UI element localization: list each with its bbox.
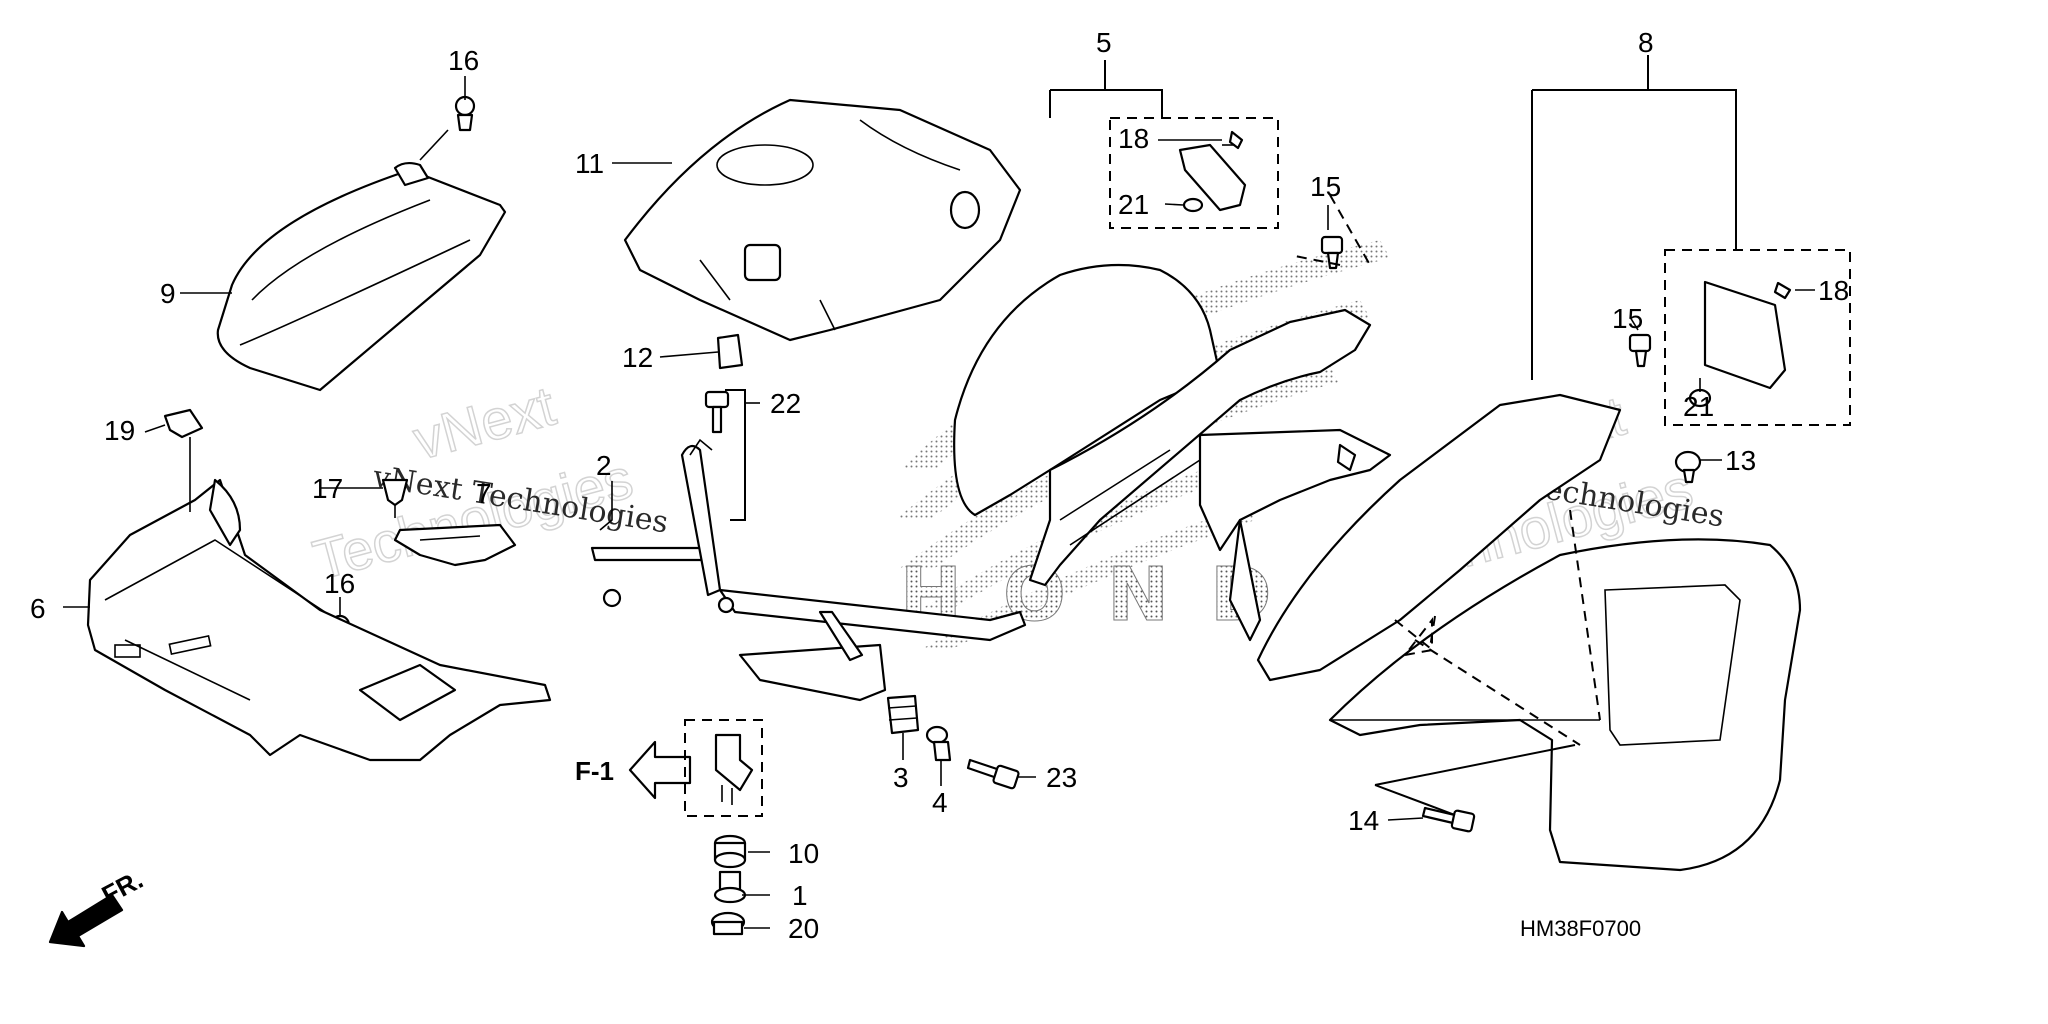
- front-direction-arrow: FR.: [48, 864, 148, 948]
- part-14-bolt: [1421, 806, 1476, 833]
- leader-lines: [63, 76, 1815, 929]
- callout-19: 19: [104, 415, 135, 446]
- callout-6: 6: [30, 593, 46, 624]
- part-4-collar: [925, 725, 952, 762]
- callout-16a: 16: [448, 45, 479, 76]
- callout-4: 4: [932, 787, 948, 818]
- callout-14: 14: [1348, 805, 1379, 836]
- callout-3: 3: [893, 762, 909, 793]
- callout-21b: 21: [1683, 391, 1714, 422]
- callout-20: 20: [788, 913, 819, 944]
- diagram-code: HM38F0700: [1520, 916, 1641, 941]
- part-20-nut: [710, 911, 746, 936]
- ref-label: F-1: [575, 756, 614, 786]
- callout-11: 11: [575, 148, 604, 179]
- detail-box-5: [1049, 60, 1279, 229]
- callout-numbers: 1 2 3 4 5 6 7 8 9 10 11 12 13 14 15 15 1…: [30, 27, 1849, 944]
- callout-1: 1: [792, 880, 808, 911]
- callout-2: 2: [596, 450, 612, 481]
- part-23-bolt: [966, 758, 1020, 790]
- callout-5: 5: [1096, 27, 1112, 58]
- callout-8: 8: [1638, 27, 1654, 58]
- f1-reference-group: F-1: [575, 719, 763, 817]
- part-22-bolt: [704, 390, 730, 434]
- part-2-bracket-frame: [590, 389, 1027, 702]
- callout-17: 17: [312, 473, 343, 504]
- callout-23: 23: [1046, 762, 1077, 793]
- assembly-dashed-lines: [1289, 194, 1601, 816]
- part-6-under-cover: [86, 478, 552, 762]
- part-16-screw: [454, 95, 476, 132]
- part-5-front-fender: [953, 263, 1392, 642]
- part-10-grommet: [713, 834, 747, 869]
- part-8-fender-side: [1256, 393, 1802, 872]
- part-3-grommet: [886, 694, 920, 735]
- part-17-clip: [381, 478, 409, 518]
- part-11-tank-cover: [623, 98, 1022, 342]
- part-12-clip: [716, 333, 744, 370]
- watermark-vnext: vNext: [407, 374, 562, 472]
- part-15-bolt: [1628, 333, 1652, 368]
- callout-10: 10: [788, 838, 819, 869]
- callout-15a: 15: [1310, 171, 1341, 202]
- callout-9: 9: [160, 278, 176, 309]
- callout-13: 13: [1725, 445, 1756, 476]
- part-13-clip: [1674, 450, 1702, 484]
- part-19-clip: [163, 408, 204, 439]
- part-9-cover: [216, 161, 507, 392]
- part-1-collar: [713, 870, 747, 904]
- callout-18a: 18: [1118, 123, 1149, 154]
- callout-21a: 21: [1118, 189, 1149, 220]
- callout-7: 7: [476, 478, 492, 509]
- callout-15b: 15: [1612, 303, 1643, 334]
- part-15-bolt: [1320, 235, 1344, 270]
- detail-box-8: [1531, 55, 1851, 426]
- callout-22: 22: [770, 388, 801, 419]
- callout-18b: 18: [1818, 275, 1849, 306]
- part-7-bracket: [393, 523, 517, 567]
- callout-16b: 16: [324, 568, 355, 599]
- callout-12: 12: [622, 342, 653, 373]
